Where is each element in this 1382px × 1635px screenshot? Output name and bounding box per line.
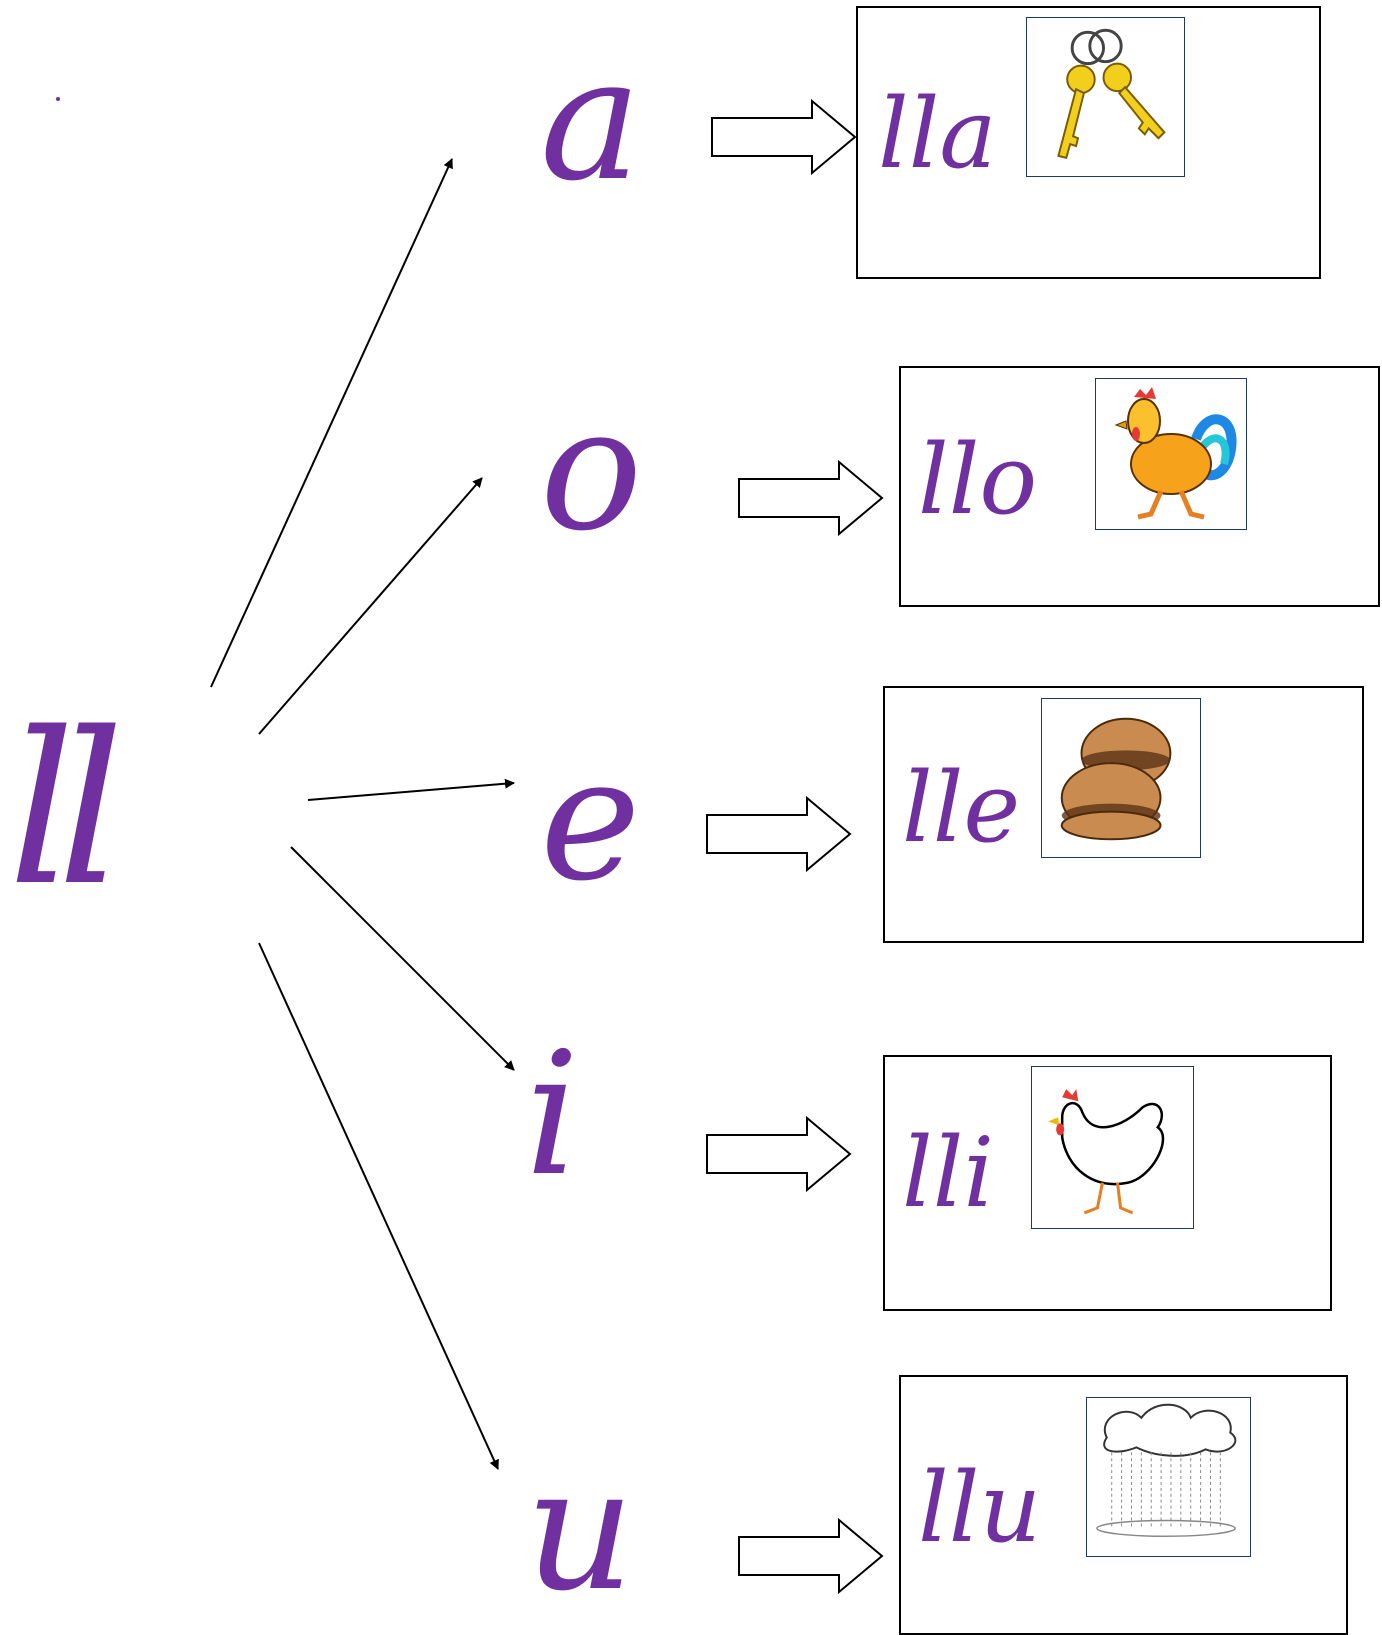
block-arrow-o bbox=[738, 459, 884, 537]
syllable-lli: lli bbox=[902, 1117, 995, 1229]
rain-cloud-icon bbox=[1086, 1397, 1251, 1557]
rooster-icon bbox=[1095, 378, 1247, 530]
syllable-card-lla bbox=[856, 6, 1321, 279]
syllable-llu: llu bbox=[918, 1452, 1042, 1564]
vowel-i: i bbox=[525, 1016, 580, 1214]
vowel-u: u bbox=[525, 1431, 635, 1629]
cookies-icon bbox=[1041, 698, 1201, 858]
vowel-e: e bbox=[540, 721, 641, 919]
main-letter-ll: ll bbox=[8, 687, 124, 932]
arrow-to-i bbox=[290, 846, 515, 1071]
syllable-card-llo bbox=[899, 366, 1380, 607]
block-arrow-e bbox=[706, 795, 852, 873]
block-arrow-u bbox=[738, 1517, 884, 1595]
syllable-lla: lla bbox=[878, 78, 997, 190]
arrow-to-e bbox=[307, 778, 515, 801]
keys-icon bbox=[1026, 17, 1185, 177]
arrow-to-o bbox=[258, 477, 483, 735]
arrow-to-u bbox=[258, 942, 499, 1470]
block-arrow-a bbox=[711, 98, 857, 176]
syllable-card-lle bbox=[883, 686, 1364, 943]
dot bbox=[56, 97, 60, 101]
syllable-card-lli bbox=[883, 1055, 1332, 1311]
block-arrow-i bbox=[706, 1115, 852, 1193]
vowel-o: o bbox=[540, 371, 643, 569]
syllable-llo: llo bbox=[918, 424, 1038, 536]
hen-icon bbox=[1031, 1066, 1194, 1229]
syllable-lle: lle bbox=[902, 752, 1021, 864]
vowel-a: a bbox=[540, 21, 642, 219]
arrow-to-a bbox=[210, 158, 453, 688]
